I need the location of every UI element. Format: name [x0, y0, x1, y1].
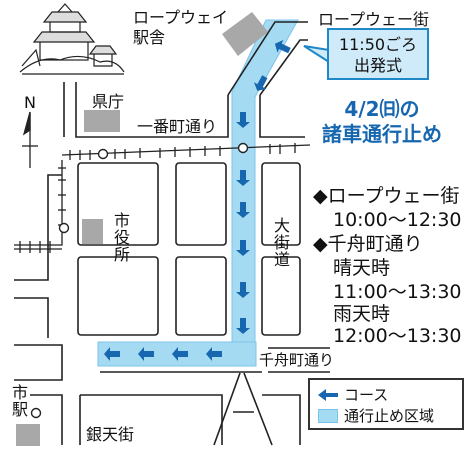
closure-notice-heading: 4/2㈰の 諸車通行止め [322, 97, 442, 147]
city-station-label: 市駅 [9, 384, 28, 418]
legend-closed-label: 通行止め区域 [344, 407, 435, 425]
callout-time: 11:50ごろ [338, 35, 418, 54]
callout-text: 出発式 [353, 56, 402, 75]
gintengai-street-label: 銀天街 [86, 425, 135, 444]
closure-date: 4/2㈰の [344, 97, 420, 121]
street-network [14, 21, 330, 446]
legend-course-label: コース [344, 386, 389, 404]
tram-stop-icon [237, 142, 249, 154]
legend-course-row: コース [318, 384, 388, 405]
callout-pointer [303, 45, 330, 63]
closed-area-bands [97, 19, 299, 367]
prefecture-office-label: 県庁 [92, 92, 125, 111]
ropeway-street-label: ロープウェー街 [318, 10, 430, 29]
tram-stops [30, 142, 249, 419]
tram-stop-icon [58, 222, 70, 234]
tram-ties [19, 143, 296, 253]
prefecture-office-building-icon [84, 110, 120, 132]
closed-area-swatch-icon [318, 408, 338, 423]
course-arrows [104, 39, 291, 361]
matsuyama-castle-icon [19, 3, 125, 75]
ropeway-station-label-2: 駅舎 [133, 28, 166, 47]
ichibancho-street-label: 一番町通り [137, 117, 218, 136]
course-arrow-icon [318, 388, 338, 401]
ropeway-station-building-icon [222, 12, 268, 56]
tram-stop-icon [30, 407, 42, 419]
city-station-building-icon [16, 424, 40, 446]
schedule-rain-time: 12:00〜13:30 [333, 325, 462, 347]
north-arrow-icon [22, 111, 38, 168]
closed-area-ropeway [231, 19, 299, 358]
schedule-fine-time: 11:00〜13:30 [333, 281, 462, 303]
map-legend: コース 通行止め区域 [308, 378, 464, 430]
ropeway-station-label: ロープウェイ [133, 8, 229, 27]
schedule-item1-title: ◆ロープウェー街 [313, 185, 460, 207]
schedule-item1-time: 10:00〜12:30 [333, 209, 462, 231]
okaido-street-label: 大街道 [271, 217, 290, 268]
tram-line [14, 144, 311, 250]
schedule-item2-title: ◆千舟町通り [313, 233, 423, 255]
city-hall-building-icon [82, 219, 103, 244]
closure-title: 諸車通行止め [322, 122, 442, 146]
north-label: N [24, 93, 36, 112]
schedule-fine-label: 晴天時 [333, 257, 391, 279]
senfunamachi-street-label: 千舟町通り [259, 351, 335, 369]
city-hall-label: 市役所 [111, 212, 130, 263]
tram-stop-icon [97, 148, 109, 160]
departure-ceremony-callout: 11:50ごろ 出発式 [327, 28, 429, 80]
legend-closed-row: 通行止め区域 [318, 405, 434, 426]
schedule-rain-label: 雨天時 [333, 303, 391, 325]
